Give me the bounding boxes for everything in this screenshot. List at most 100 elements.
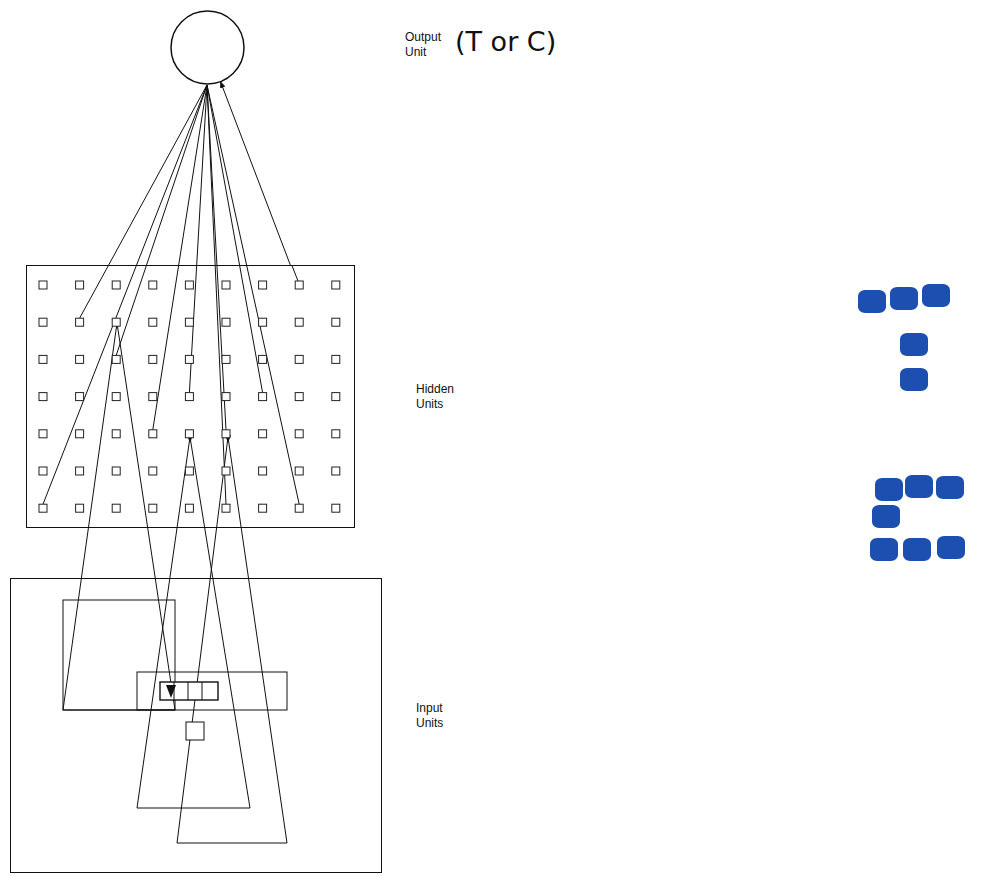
hidden-unit: [112, 393, 120, 401]
hidden-unit: [76, 318, 84, 326]
hidden-unit: [112, 355, 120, 363]
hidden-unit: [332, 430, 340, 438]
class-label: (T or C): [455, 26, 556, 57]
hidden-layer: Hidden Units: [26, 265, 355, 528]
hidden-unit: [149, 355, 157, 363]
hidden-unit: [185, 430, 193, 438]
hidden-unit: [332, 355, 340, 363]
letter-block: [900, 333, 928, 356]
hidden-unit: [39, 430, 47, 438]
hidden-unit: [76, 430, 84, 438]
hidden-unit: [222, 318, 230, 326]
hidden-unit: [185, 355, 193, 363]
unit-circle-outline: [171, 11, 244, 84]
label-holder: (T or C): [455, 26, 556, 57]
hidden-unit: [295, 504, 303, 512]
hidden-unit: [39, 281, 47, 289]
hidden-unit: [295, 318, 303, 326]
fan-line: [80, 85, 207, 318]
hidden-unit: [259, 467, 267, 475]
field-cell: [188, 682, 189, 700]
hidden-unit: [76, 393, 84, 401]
unit-circle: [170, 10, 245, 85]
field-cell: [186, 722, 204, 740]
hidden-unit: [185, 281, 193, 289]
output-fan-lines: [43, 85, 299, 504]
fan-line: [207, 85, 299, 504]
hidden-unit: [259, 430, 267, 438]
letter-block: [922, 284, 950, 307]
hidden-unit: [39, 467, 47, 475]
letter-block: [858, 290, 886, 313]
output-unit: Output Unit: [170, 10, 245, 85]
layer-label: Input Units: [416, 701, 468, 731]
hidden-unit-grid: [39, 281, 340, 512]
hidden-unit: [295, 355, 303, 363]
letter-block: [937, 536, 965, 559]
fan-line: [189, 85, 207, 393]
hidden-unit: [222, 393, 230, 401]
letter-block: [900, 368, 928, 391]
hidden-unit: [295, 467, 303, 475]
hidden-unit: [76, 504, 84, 512]
letter-block: [870, 538, 898, 561]
field-rect: [63, 600, 175, 710]
tent-line: [88, 323, 117, 528]
tent-line: [190, 437, 250, 808]
hidden-unit: [185, 318, 193, 326]
tent-line: [228, 437, 287, 843]
letter-block: [875, 478, 903, 501]
hidden-unit: [149, 504, 157, 512]
layer-label: Hidden Units: [416, 382, 468, 412]
hidden-unit: [149, 281, 157, 289]
hidden-unit: [222, 504, 230, 512]
hidden-unit: [222, 467, 230, 475]
tent-line: [137, 437, 190, 808]
hidden-unit: [149, 318, 157, 326]
hidden-unit: [222, 430, 230, 438]
hidden-unit: [112, 281, 120, 289]
hidden-unit: [185, 467, 193, 475]
fan-line: [207, 85, 263, 393]
hidden-unit: [332, 504, 340, 512]
hidden-unit: [185, 393, 193, 401]
block-letters: [858, 284, 965, 561]
arrow-tip: [166, 685, 176, 698]
hidden-unit: [332, 318, 340, 326]
hidden-unit: [76, 355, 84, 363]
hidden-unit: [222, 355, 230, 363]
letter-block: [905, 475, 933, 498]
hidden-unit: [112, 430, 120, 438]
fan-line: [43, 85, 207, 504]
tent-base: [137, 808, 250, 809]
hidden-unit: [259, 355, 267, 363]
letter-block: [872, 505, 900, 528]
hidden-unit: [295, 281, 303, 289]
input-layer: Input Units: [10, 578, 382, 873]
tent-line: [177, 437, 228, 843]
connection-line: [220, 82, 290, 265]
fan-line: [207, 85, 226, 504]
receptive-fields: [63, 321, 287, 843]
hidden-unit: [332, 467, 340, 475]
layer-label: Output Unit: [405, 30, 457, 60]
connection-line: [81, 528, 88, 578]
field-bar: [160, 682, 218, 700]
hidden-unit: [112, 318, 120, 326]
hidden-unit: [149, 467, 157, 475]
field-cell: [202, 682, 203, 700]
hidden-unit: [39, 318, 47, 326]
hidden-unit: [149, 393, 157, 401]
hidden-unit: [259, 281, 267, 289]
hidden-unit: [259, 393, 267, 401]
tent-line: [63, 578, 81, 710]
fan-line: [153, 85, 207, 430]
fan-line: [292, 265, 298, 281]
hidden-unit: [76, 467, 84, 475]
tent-base: [177, 843, 287, 844]
hidden-unit: [295, 430, 303, 438]
tent-line: [117, 323, 175, 710]
hidden-unit: [259, 318, 267, 326]
